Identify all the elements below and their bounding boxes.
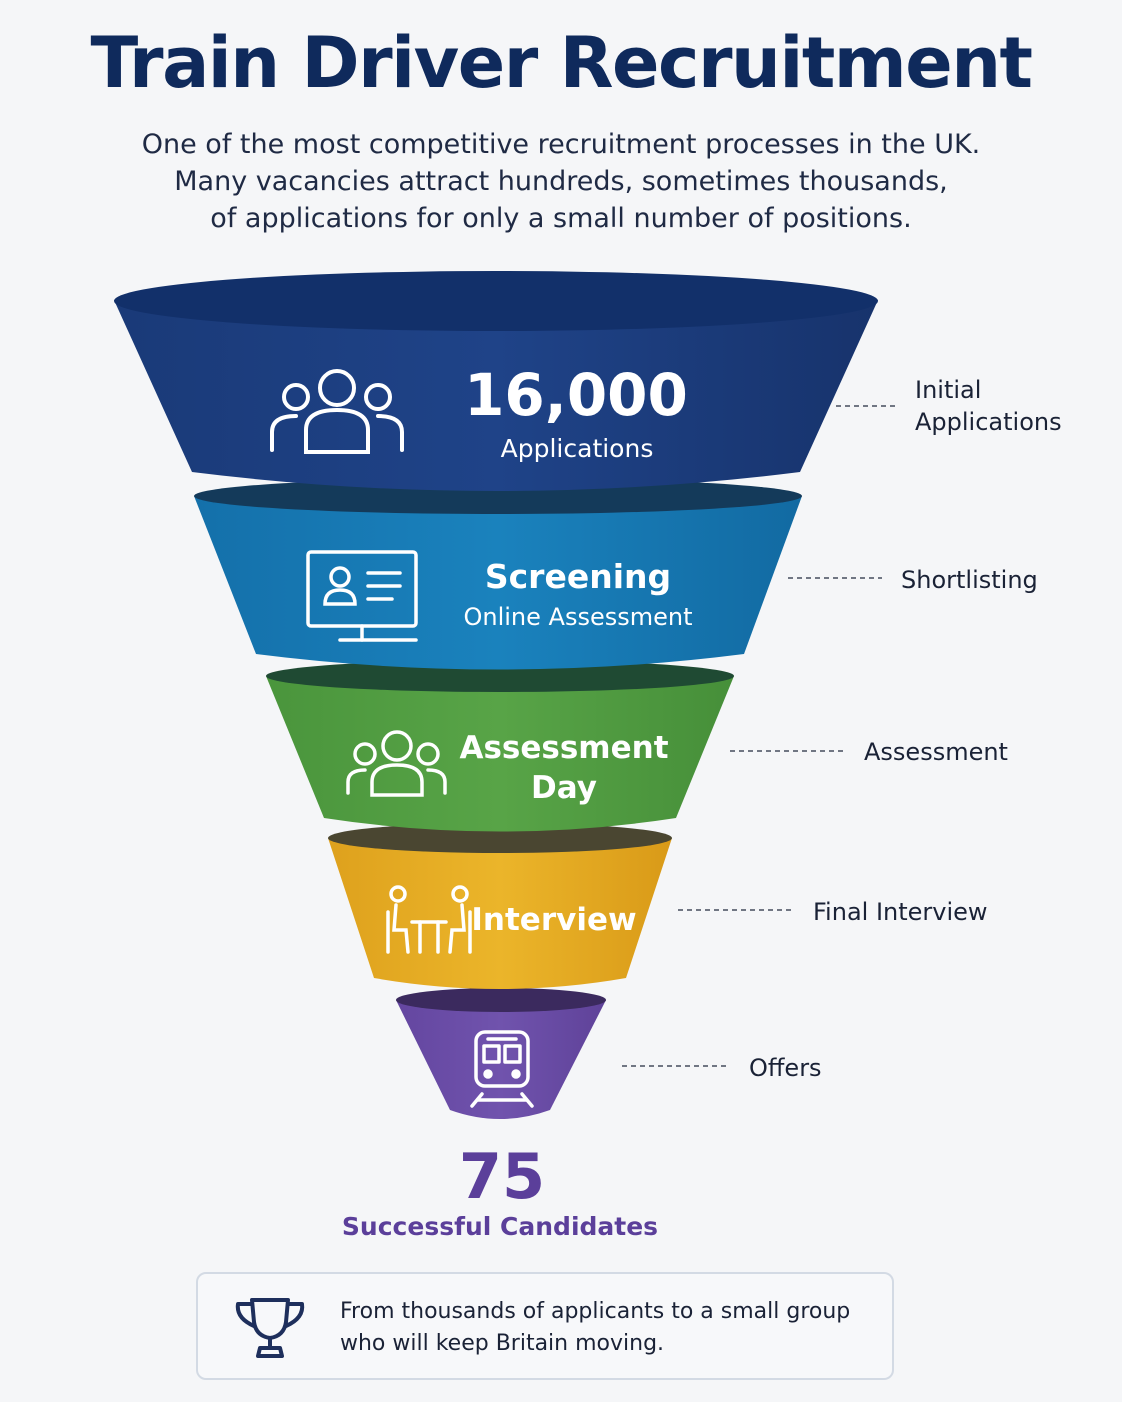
side-label-line: Applications — [915, 408, 1062, 436]
computer-profile-icon — [306, 550, 418, 642]
side-label-offers: Offers — [749, 1052, 822, 1084]
page-title: Train Driver Recruitment — [90, 22, 1033, 104]
side-label-initial-applications: Initial Applications — [915, 374, 1062, 438]
side-label-assessment: Assessment — [864, 736, 1008, 768]
side-label-shortlisting: Shortlisting — [901, 564, 1038, 596]
screening-subtitle: Online Assessment — [463, 603, 692, 631]
subtitle-line: One of the most competitive recruitment … — [141, 129, 981, 160]
screening-title: Screening — [485, 557, 671, 596]
interview-title: Interview — [471, 902, 636, 938]
callout-text: From thousands of applicants to a small … — [340, 1296, 880, 1360]
subtitle-line: Many vacancies attract hundreds, sometim… — [174, 166, 948, 197]
group-icon — [346, 730, 447, 797]
callout-line: From thousands of applicants to a small … — [340, 1299, 851, 1324]
side-label-line: Offers — [749, 1054, 822, 1082]
page-subtitle: One of the most competitive recruitment … — [0, 126, 1122, 237]
trophy-icon — [235, 1298, 305, 1358]
side-label-final-interview: Final Interview — [813, 896, 988, 928]
interview-table-icon — [386, 885, 472, 954]
side-label-line: Assessment — [864, 738, 1008, 766]
side-label-line: Shortlisting — [901, 566, 1038, 594]
assessment-day-title-line2: Day — [531, 770, 597, 806]
side-label-line: Final Interview — [813, 898, 988, 926]
funnel-stage-interview — [328, 823, 672, 989]
users-group-icon — [270, 369, 404, 454]
side-label-line: Initial — [915, 376, 982, 404]
applications-count: 16,000 — [464, 361, 688, 429]
callout-line: who will keep Britain moving. — [340, 1331, 665, 1356]
subtitle-line: of applications for only a small number … — [210, 203, 912, 234]
result-number: 75 — [459, 1140, 545, 1213]
summary-callout: From thousands of applicants to a small … — [196, 1272, 894, 1380]
funnel-stage-offers — [396, 988, 606, 1119]
train-icon — [470, 1030, 534, 1108]
applications-label: Applications — [501, 434, 654, 463]
assessment-day-title-line1: Assessment — [459, 730, 668, 766]
result-label: Successful Candidates — [342, 1212, 658, 1241]
funnel-stage-assessment-day — [266, 660, 734, 832]
